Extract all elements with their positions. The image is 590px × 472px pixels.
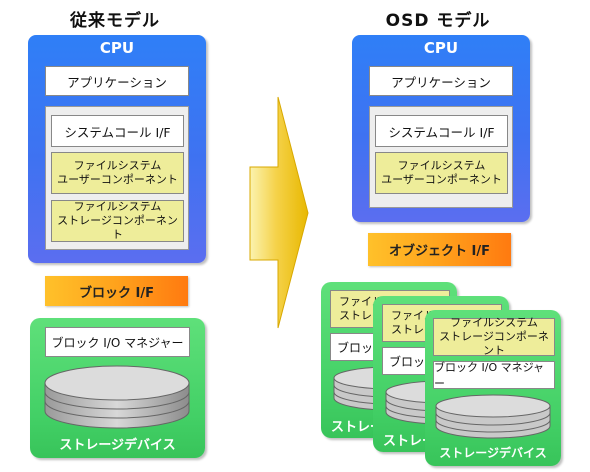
left-cpu-block: CPU アプリケーション システムコール I/F ファイルシステム ユーザーコン… [28, 35, 206, 263]
left-fs-user-line2: ユーザーコンポーネント [57, 173, 178, 186]
left-syscall-box: システムコール I/F [51, 115, 184, 147]
osd-device-front: ファイルシステム ストレージコンポーネント ブロック I/O マネジャー ストレ… [425, 310, 561, 466]
osd-device-front-disk-icon [435, 394, 551, 439]
left-io-manager-box: ブロック I/O マネジャー [45, 327, 190, 357]
left-application-label: アプリケーション [67, 74, 167, 90]
left-fs-user-box: ファイルシステム ユーザーコンポーネント [51, 152, 184, 194]
left-application-box: アプリケーション [45, 66, 189, 96]
left-syscall-label: システムコール I/F [64, 124, 171, 140]
left-block-if-label: ブロック I/F [79, 285, 154, 301]
left-io-manager-label: ブロック I/O マネジャー [51, 335, 184, 350]
osd-device-middle-fs-line1: ファイル [391, 309, 435, 322]
left-os-panel: システムコール I/F ファイルシステム ユーザーコンポーネント ファイルシステ… [45, 106, 189, 250]
right-application-label: アプリケーション [391, 74, 491, 90]
osd-device-back-fs-line1: ファイル [339, 295, 383, 308]
left-fs-storage-line2: ストレージコンポーネント [57, 214, 178, 241]
osd-device-back-fs-line2: ストレー [339, 309, 383, 322]
osd-device-front-io-label: ブロック I/O マネジャー [434, 361, 545, 390]
osd-device-front-fs-box: ファイルシステム ストレージコンポーネント [433, 316, 555, 357]
right-title: OSD モデル [385, 11, 491, 31]
right-fs-user-line1: ファイルシステム [397, 159, 486, 172]
right-fs-user-box: ファイルシステム ユーザーコンポーネント [375, 152, 508, 194]
osd-device-middle-io-label: ブロッ [389, 354, 426, 369]
right-cpu-block: CPU アプリケーション システムコール I/F ファイルシステム ユーザーコン… [352, 35, 530, 222]
left-block-if-bar: ブロック I/F [45, 276, 188, 306]
left-storage-label: ストレージデバイス [59, 438, 176, 453]
osd-device-middle-label: ストレー [383, 434, 436, 449]
left-storage-device: ブロック I/O マネジャー ストレージデバイス [30, 318, 205, 458]
left-disk-icon [44, 365, 190, 429]
right-application-box: アプリケーション [369, 66, 513, 96]
right-object-if-label: オブジェクト I/F [389, 244, 490, 259]
osd-device-front-io-box: ブロック I/O マネジャー [433, 361, 555, 390]
right-cpu-label: CPU [423, 39, 459, 57]
right-fs-user-line2: ユーザーコンポーネント [381, 173, 502, 186]
left-fs-storage-box: ファイルシステム ストレージコンポーネント [51, 200, 184, 242]
osd-device-back-label: ストレー [331, 420, 384, 435]
right-syscall-box: システムコール I/F [375, 115, 508, 147]
transition-arrow-icon [249, 96, 309, 329]
osd-device-front-fs-line2: ストレージコンポーネント [439, 330, 549, 357]
left-cpu-label: CPU [99, 39, 135, 57]
right-object-if-bar: オブジェクト I/F [368, 233, 511, 266]
left-fs-user-line1: ファイルシステム [73, 159, 162, 172]
right-os-panel: システムコール I/F ファイルシステム ユーザーコンポーネント [369, 106, 513, 208]
right-syscall-label: システムコール I/F [388, 124, 495, 140]
osd-device-front-fs-line1: ファイルシステム [450, 316, 538, 329]
left-title: 従来モデル [70, 11, 160, 31]
left-fs-storage-line1: ファイルシステム [73, 200, 162, 213]
osd-device-front-label: ストレージデバイス [439, 446, 547, 460]
